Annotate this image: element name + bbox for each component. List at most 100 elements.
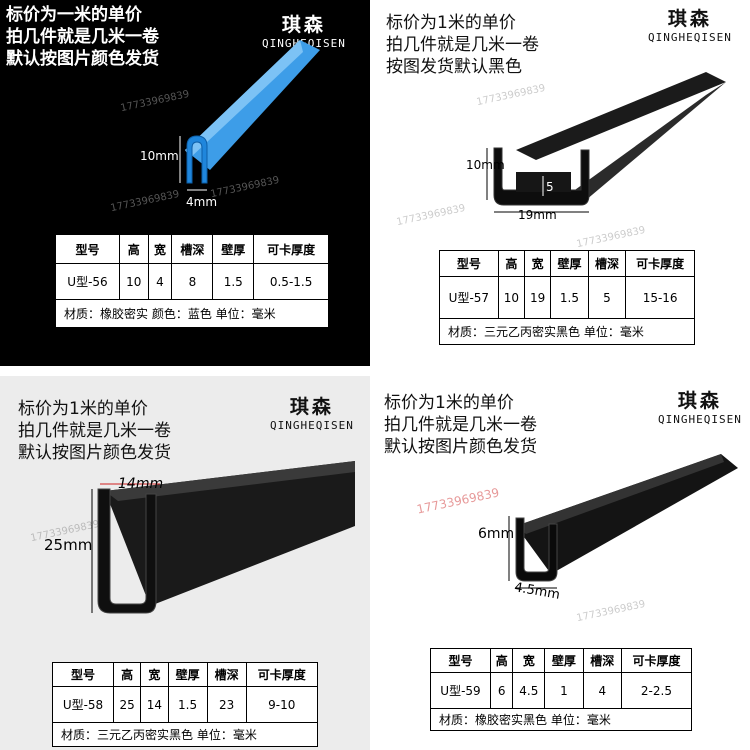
spec-cell: U型-57 [439, 276, 499, 319]
width-dimension: 4mm [186, 195, 218, 209]
brand-logo: 琪森 QINGHEQISEN [648, 4, 732, 44]
spec-cell: 25 [113, 686, 142, 723]
height-dimension: 25mm [44, 536, 93, 554]
spec-cell: 1.5 [212, 263, 255, 300]
spec-cell: 0.5-1.5 [253, 263, 329, 300]
spec-header: 宽 [147, 234, 173, 264]
promo-text: 标价为1米的单价 拍几件就是几米一卷 默认按图片颜色发货 [384, 392, 537, 458]
brand-name-cn: 琪森 [677, 390, 722, 412]
spec-header-row: 型号 高 宽 壁厚 槽深 可卡厚度 [439, 250, 695, 277]
spec-table: 型号 高 宽 壁厚 槽深 可卡厚度 U型-59 6 4.5 1 4 2-2.5 … [430, 648, 693, 731]
brand-name-en: QINGHEQISEN [658, 413, 742, 426]
spec-cell: 1.5 [550, 276, 589, 319]
spec-cell: 14 [140, 686, 169, 723]
spec-header: 可卡厚度 [620, 648, 693, 673]
divider [0, 366, 750, 376]
spec-cell: 4.5 [512, 672, 546, 709]
height-dimension: 10mm [466, 158, 505, 172]
spec-header: 宽 [512, 648, 546, 673]
promo-line: 标价为一米的单价 [6, 5, 142, 25]
spec-value-row: U型-57 10 19 1.5 5 15-16 [439, 276, 695, 319]
spec-header: 槽深 [171, 234, 214, 264]
brand-name-cn: 琪森 [667, 8, 712, 30]
spec-header: 壁厚 [550, 250, 589, 277]
spec-note: 材质：橡胶密实黑色 单位：毫米 [430, 708, 692, 731]
spec-note-row: 材质：橡胶密实 颜色：蓝色 单位：毫米 [55, 299, 329, 328]
spec-cell: U型-56 [55, 263, 120, 300]
spec-note-row: 材质：三元乙丙密实黑色 单位：毫米 [439, 318, 695, 345]
spec-cell: 4 [147, 263, 173, 300]
height-dimension: 10mm [140, 149, 179, 163]
spec-cell: 1 [544, 672, 584, 709]
spec-header: 可卡厚度 [253, 234, 329, 264]
spec-header: 宽 [523, 250, 552, 277]
spec-table: 型号 高 宽 槽深 壁厚 可卡厚度 U型-56 10 4 8 1.5 0.5-1… [55, 234, 329, 328]
spec-table: 型号 高 宽 壁厚 槽深 可卡厚度 U型-58 25 14 1.5 23 9-1… [51, 662, 319, 747]
promo-line: 默认按图片颜色发货 [384, 437, 537, 457]
spec-cell: 8 [171, 263, 214, 300]
spec-header: 型号 [439, 250, 499, 277]
spec-cell: U型-59 [430, 672, 491, 709]
spec-header: 型号 [51, 662, 115, 687]
spec-value-row: U型-59 6 4.5 1 4 2-2.5 [430, 672, 693, 709]
spec-cell: U型-58 [51, 686, 115, 723]
spec-table: 型号 高 宽 壁厚 槽深 可卡厚度 U型-57 10 19 1.5 5 15-1… [439, 250, 695, 345]
spec-header-row: 型号 高 宽 壁厚 槽深 可卡厚度 [430, 648, 693, 673]
width-dimension: 19mm [518, 208, 557, 222]
promo-line: 标价为1米的单价 [18, 399, 148, 419]
promo-line: 按图发货默认黑色 [386, 57, 522, 77]
spec-header: 型号 [430, 648, 491, 673]
spec-cell: 23 [206, 686, 247, 723]
spec-cell: 10 [497, 276, 525, 319]
spec-header: 壁厚 [544, 648, 584, 673]
product-panel-u57: 标价为1米的单价 拍几件就是几米一卷 按图发货默认黑色 琪森 QINGHEQIS… [376, 0, 750, 366]
promo-line: 默认按图片颜色发货 [6, 49, 159, 69]
spec-value-row: U型-56 10 4 8 1.5 0.5-1.5 [55, 263, 329, 300]
promo-line: 拍几件就是几米一卷 [384, 415, 537, 435]
spec-cell: 15-16 [625, 276, 695, 319]
spec-cell: 10 [118, 263, 149, 300]
spec-header: 高 [113, 662, 142, 687]
spec-note: 材质：橡胶密实 颜色：蓝色 单位：毫米 [55, 299, 329, 328]
spec-note-row: 材质：三元乙丙密实黑色 单位：毫米 [52, 722, 318, 747]
promo-line: 标价为1米的单价 [386, 13, 516, 33]
brand-name-en: QINGHEQISEN [648, 31, 732, 44]
product-panel-u59: 标价为1米的单价 拍几件就是几米一卷 默认按图片颜色发货 琪森 QINGHEQI… [376, 376, 750, 750]
promo-text: 标价为一米的单价 拍几件就是几米一卷 默认按图片颜色发货 [6, 4, 159, 70]
promo-line: 默认按图片颜色发货 [18, 443, 171, 463]
product-image [508, 454, 738, 589]
brand-logo: 琪森 QINGHEQISEN [658, 386, 742, 426]
spec-header: 高 [118, 234, 149, 264]
spec-cell: 5 [587, 276, 627, 319]
promo-line: 拍几件就是几米一卷 [386, 35, 539, 55]
spec-header: 高 [497, 250, 525, 277]
spec-header: 型号 [55, 234, 120, 264]
spec-header: 高 [489, 648, 514, 673]
promo-line: 拍几件就是几米一卷 [6, 27, 159, 47]
spec-cell: 4 [582, 672, 622, 709]
promo-line: 标价为1米的单价 [384, 393, 514, 413]
product-image [179, 40, 320, 191]
height-dimension: 6mm [478, 526, 515, 542]
product-panel-u58: 标价为1米的单价 拍几件就是几米一卷 默认按图片颜色发货 琪森 QINGHEQI… [0, 376, 370, 750]
spec-header: 壁厚 [212, 234, 255, 264]
brand-name-cn: 琪森 [281, 14, 326, 36]
product-image [91, 461, 355, 614]
spec-note: 材质：三元乙丙密实黑色 单位：毫米 [439, 318, 695, 345]
spec-header: 宽 [140, 662, 169, 687]
spec-cell: 2-2.5 [620, 672, 693, 709]
spec-cell: 19 [523, 276, 552, 319]
spec-header: 槽深 [582, 648, 622, 673]
spec-cell: 1.5 [167, 686, 208, 723]
brand-name-en: QINGHEQISEN [270, 419, 354, 432]
spec-note-row: 材质：橡胶密实黑色 单位：毫米 [430, 708, 692, 731]
product-panel-u56: 标价为一米的单价 拍几件就是几米一卷 默认按图片颜色发货 琪森 QINGHEQI… [0, 0, 370, 366]
spec-header-row: 型号 高 宽 壁厚 槽深 可卡厚度 [51, 662, 319, 687]
spec-header: 槽深 [587, 250, 627, 277]
spec-header: 可卡厚度 [625, 250, 695, 277]
spec-cell: 6 [489, 672, 514, 709]
width-dimension: 14mm [118, 476, 164, 492]
spec-header: 可卡厚度 [245, 662, 319, 687]
promo-line: 拍几件就是几米一卷 [18, 421, 171, 441]
promo-text: 标价为1米的单价 拍几件就是几米一卷 默认按图片颜色发货 [18, 398, 171, 464]
